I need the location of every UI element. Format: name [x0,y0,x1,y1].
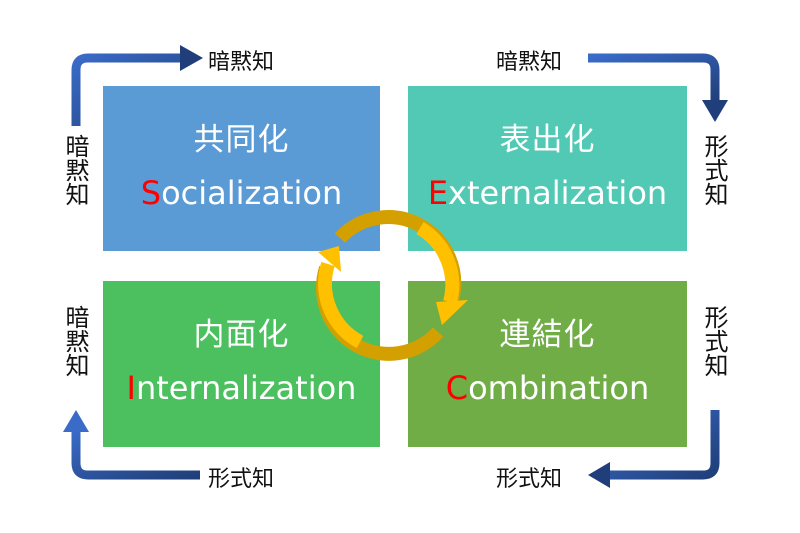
quadrant-english: Internalization [126,369,357,407]
quadrant-title: 共同化 [193,122,290,158]
label-tacit-top-left: 暗黙知 [208,50,275,75]
quadrant-title: 連結化 [499,317,596,353]
quadrant-english: Socialization [140,174,343,212]
cycle-arrow-top-right [334,210,468,325]
quadrant-english: Externalization [427,174,668,212]
arrow-top-left [71,45,203,126]
label-tacit-left-top: 暗黙知 [61,134,89,206]
label-explicit-right-top: 形式知 [700,134,728,206]
label-explicit-right-bottom: 形式知 [700,305,728,377]
quadrant-title: 表出化 [499,122,596,158]
quadrant-title: 内面化 [193,317,290,353]
label-explicit-bottom-left: 形式知 [208,467,275,492]
arrow-bottom-right [588,410,720,488]
quadrant-socialization: 共同化 Socialization [103,86,380,251]
cycle-arrow-bottom-left [315,246,444,361]
quadrant-externalization: 表出化 Externalization [408,86,687,251]
label-tacit-left-bottom: 暗黙知 [61,305,89,377]
arrow-top-right [588,53,728,122]
label-explicit-bottom-right: 形式知 [496,467,563,492]
label-tacit-top-right: 暗黙知 [496,50,563,75]
arrow-bottom-left [63,410,200,480]
quadrant-english: Combination [445,369,650,407]
